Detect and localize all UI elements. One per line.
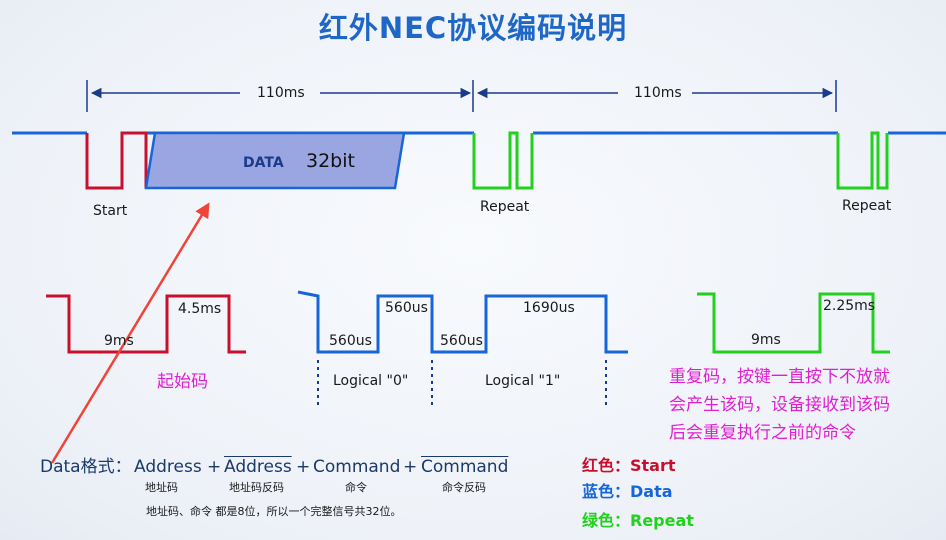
repeat-high-duration: 2.25ms: [823, 298, 876, 314]
repeat-low-duration: 9ms: [751, 332, 781, 348]
start-label: Start: [93, 203, 128, 219]
logic1-low-duration: 560us: [440, 333, 483, 349]
format-address-inv-sub: 地址码反码: [229, 481, 284, 494]
repeat-label-1: Repeat: [480, 199, 530, 215]
legend-green: 绿色：Repeat: [582, 511, 694, 530]
format-prefix: Data格式：: [40, 457, 132, 477]
start-pulse: [85, 131, 148, 190]
data-bits-label: 32bit: [306, 150, 355, 172]
repeat-note-line-1: 重复码，按键一直按下不放就: [669, 367, 890, 387]
format-plus-2: +: [296, 457, 311, 477]
span-markers: [86, 80, 837, 112]
repeat-detail-wave: [697, 292, 890, 354]
repeat-label-2: Repeat: [842, 198, 892, 214]
data-label: DATA: [243, 155, 284, 171]
repeat-note-line-2: 会产生该码，设备接收到该码: [669, 395, 890, 415]
format-address-sub: 地址码: [145, 481, 178, 494]
format-address: Address: [134, 457, 202, 477]
format-command-inv-sub: 命令反码: [442, 481, 486, 494]
start-high-duration: 4.5ms: [178, 301, 222, 317]
logic-dividers: [317, 360, 607, 405]
format-plus-1: +: [207, 457, 222, 477]
repeat-pulse-2: [836, 131, 889, 190]
format-plus-3: +: [403, 457, 418, 477]
format-note: 地址码、命令 都是8位，所以一个完整信号共32位。: [146, 505, 402, 518]
logic0-label: Logical "0": [333, 373, 409, 389]
format-address-inverse: Address: [224, 457, 292, 477]
format-command: Command: [313, 457, 401, 477]
start-detail-wave: [46, 294, 246, 354]
logic-detail-wave: [297, 290, 628, 354]
pointer-arrow: [50, 202, 210, 464]
start-caption: 起始码: [157, 372, 208, 392]
span-label-1: 110ms: [257, 85, 305, 101]
format-command-sub: 命令: [345, 481, 367, 494]
repeat-note-line-3: 后会重复执行之前的命令: [669, 423, 856, 443]
legend-red: 红色：Start: [582, 456, 676, 475]
logic1-label: Logical "1": [485, 373, 561, 389]
logic1-high-duration: 1690us: [523, 300, 575, 316]
legend-blue: 蓝色：Data: [582, 482, 673, 501]
span-label-2: 110ms: [634, 85, 682, 101]
format-command-inverse: Command: [421, 457, 509, 477]
logic0-high-duration: 560us: [385, 300, 428, 316]
repeat-pulse-1: [472, 131, 534, 190]
data-block: [144, 131, 406, 190]
logic0-low-duration: 560us: [329, 333, 372, 349]
page-title: 红外NEC协议编码说明: [318, 11, 628, 45]
start-low-duration: 9ms: [104, 333, 134, 349]
